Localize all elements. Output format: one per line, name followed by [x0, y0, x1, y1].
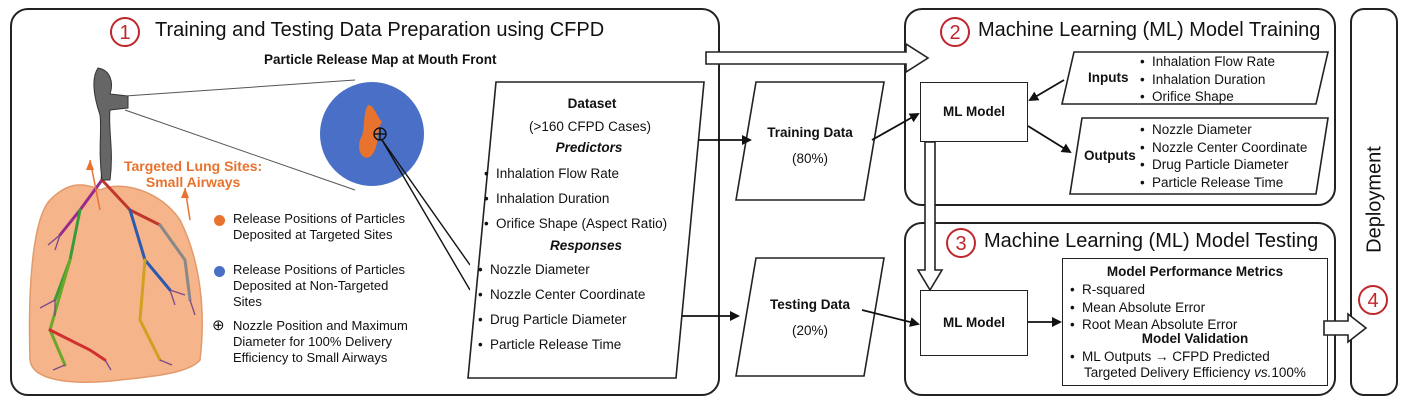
dataset-subtitle: (>160 CFPD Cases) — [529, 119, 651, 134]
legend-text-line: Sites — [233, 294, 262, 309]
target-label-line2: Small Airways — [145, 174, 241, 190]
validation-title: Model Validation — [1141, 331, 1249, 346]
list-item: Inhalation Flow Rate — [1140, 53, 1275, 71]
outputs-label: Outputs — [1084, 148, 1136, 163]
step-number-3: 3 — [946, 228, 976, 258]
list-item: ML Outputs → CFPD Predicted — [1070, 348, 1270, 366]
legend-item-non-targeted: Release Positions of Particles Deposited… — [233, 262, 405, 310]
legend-text-line: Release Positions of Particles — [233, 211, 405, 226]
legend-text-line: Diameter for 100% Delivery — [233, 334, 392, 349]
legend-text-line: Deposited at Non-Targeted — [233, 278, 389, 293]
target-label: Targeted Lung Sites: Small Airways — [124, 158, 262, 190]
inputs-list: Inhalation Flow Rate Inhalation Duration… — [1140, 53, 1275, 106]
list-item: Nozzle Diameter — [1140, 121, 1307, 139]
validation-line2: Targeted Delivery Efficiency vs.100% — [1084, 365, 1306, 380]
step-number-2: 2 — [940, 17, 970, 47]
lung-airway-illustration — [28, 67, 470, 383]
metrics-list: R-squared Mean Absolute Error Root Mean … — [1070, 281, 1237, 334]
ml-model-box-training — [920, 82, 1028, 142]
legend-text-line: Release Positions of Particles — [233, 262, 405, 277]
predictors-list: Inhalation Flow Rate Inhalation Duration… — [484, 161, 688, 236]
validation-line2-text: Targeted Delivery Efficiency — [1084, 365, 1255, 380]
list-item: Inhalation Flow Rate — [484, 161, 688, 186]
legend-blue-dot — [214, 266, 225, 277]
list-item: Nozzle Center Coordinate — [478, 282, 688, 307]
panel1-title: Training and Testing Data Preparation us… — [155, 19, 605, 41]
testing-data-box — [735, 257, 885, 377]
responses-list: Nozzle Diameter Nozzle Center Coordinate… — [478, 257, 688, 357]
list-item: Mean Absolute Error — [1070, 299, 1237, 317]
arrow-inputs-to-model — [1028, 79, 1065, 102]
panel2-title: Machine Learning (ML) Model Training — [978, 19, 1321, 41]
testing-data-label: Testing Data — [769, 297, 850, 312]
step-number-4: 4 — [1358, 285, 1388, 315]
validation-list: ML Outputs → CFPD Predicted — [1070, 348, 1270, 366]
panel3-title: Machine Learning (ML) Model Testing — [984, 230, 1319, 252]
legend-text-line: Nozzle Position and Maximum — [233, 318, 408, 333]
list-item: Inhalation Duration — [484, 186, 688, 211]
list-item: Particle Release Time — [1140, 174, 1307, 192]
dataset-content: Dataset (>160 CFPD Cases) Predictors Inh… — [478, 96, 688, 357]
list-item: Nozzle Center Coordinate — [1140, 139, 1307, 157]
legend-text-line: Efficiency to Small Airways — [233, 350, 388, 365]
list-item: Drug Particle Diameter — [1140, 156, 1307, 174]
list-item: R-squared — [1070, 281, 1237, 299]
circled-plus-icon: ⊕ — [212, 317, 225, 334]
ml-model-box-testing — [920, 290, 1028, 356]
legend-orange-dot — [214, 215, 225, 226]
training-data-pct: (80%) — [791, 151, 828, 166]
outputs-list: Nozzle Diameter Nozzle Center Coordinate… — [1140, 121, 1307, 191]
predictors-label: Predictors — [555, 140, 623, 155]
ml-model-label-testing: ML Model — [943, 315, 1005, 330]
target-label-line1: Targeted Lung Sites: — [124, 158, 263, 174]
list-item: Drug Particle Diameter — [478, 307, 688, 332]
responses-label: Responses — [549, 238, 623, 253]
legend-item-nozzle: Nozzle Position and Maximum Diameter for… — [233, 318, 408, 366]
list-item: Orifice Shape (Aspect Ratio) — [484, 211, 688, 236]
metrics-title: Model Performance Metrics — [1106, 264, 1284, 279]
validation-line2-end: 100% — [1271, 365, 1306, 380]
testing-data-pct: (20%) — [791, 323, 828, 338]
dataset-title: Dataset — [567, 96, 617, 111]
validation-vs: vs. — [1254, 365, 1272, 380]
training-data-box — [735, 81, 885, 201]
inputs-label: Inputs — [1088, 70, 1129, 85]
lung-shape — [28, 184, 203, 383]
hollow-arrow-to-deployment — [1323, 312, 1368, 344]
legend-item-targeted: Release Positions of Particles Deposited… — [233, 211, 405, 243]
particle-map-title: Particle Release Map at Mouth Front — [264, 52, 497, 67]
list-item: Particle Release Time — [478, 332, 688, 357]
list-item: Orifice Shape — [1140, 88, 1275, 106]
arrow-testing-to-model — [861, 309, 920, 327]
hollow-arrow-model-down — [916, 141, 944, 292]
list-item: Root Mean Absolute Error — [1070, 316, 1237, 334]
list-item: Inhalation Duration — [1140, 71, 1275, 89]
training-data-label: Training Data — [767, 125, 853, 140]
arrow-training-to-model — [871, 113, 920, 141]
ml-model-label-training: ML Model — [943, 104, 1005, 119]
list-item: Nozzle Diameter — [478, 257, 688, 282]
hollow-arrow-to-training — [705, 42, 930, 74]
arrow-model-to-outputs — [1027, 125, 1072, 154]
targeted-release-region — [359, 105, 382, 158]
legend-text-line: Deposited at Targeted Sites — [233, 227, 393, 242]
step-number-1: 1 — [110, 17, 140, 47]
mouth-trachea — [93, 67, 129, 181]
